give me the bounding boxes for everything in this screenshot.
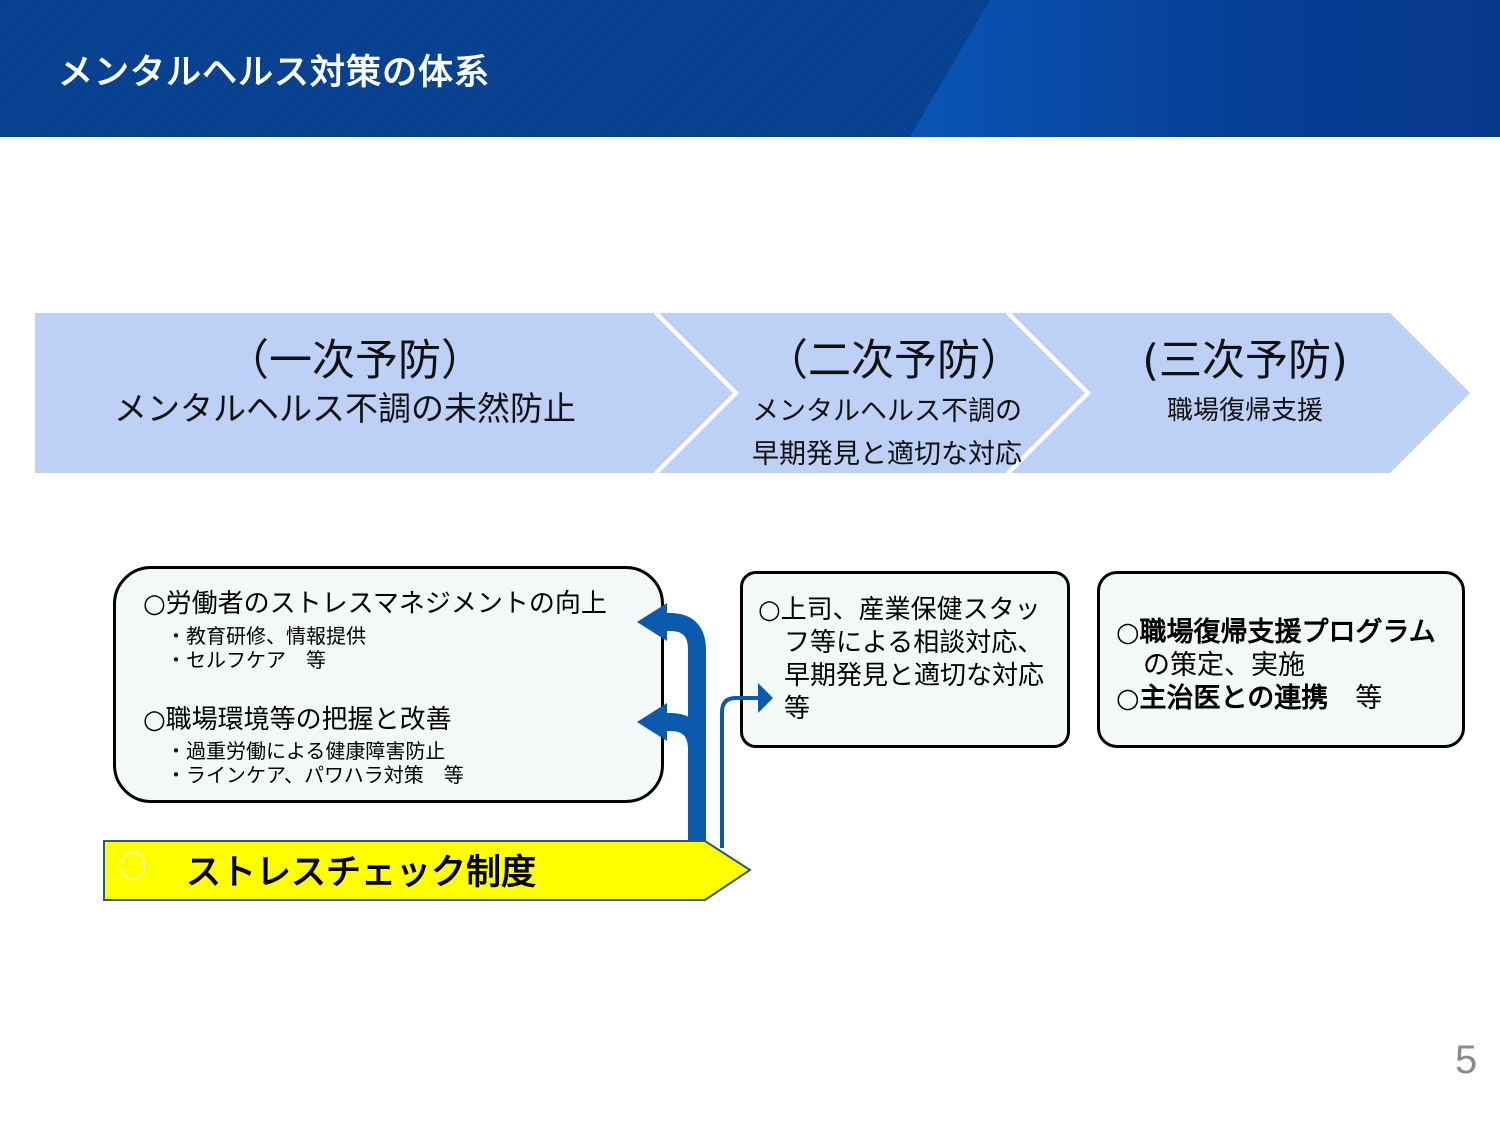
primary-group-item: ・過重労働による健康障害防止 [166, 739, 446, 763]
stage-1-subtitle: メンタルヘルス不調の未然防止 [114, 389, 576, 428]
stress-check-label: ストレスチェック制度 [186, 853, 537, 893]
primary-group-heading: ○労働者のストレスマネジメントの向上 [143, 589, 607, 619]
secondary-box-line: ○上司、産業保健スタッ [758, 595, 1041, 625]
secondary-box-line: 早期発見と適切な対応 [784, 661, 1045, 691]
stress-check-bullet-icon [121, 852, 145, 880]
header-accent-shape [910, 0, 1500, 137]
page-title: メンタルヘルス対策の体系 [58, 53, 491, 93]
stage-3-chevron [1011, 313, 1470, 473]
stage-2-heading: （二次予防） [765, 336, 1023, 386]
thin-arrow-secondary [720, 696, 760, 848]
arrow-head-lower [637, 703, 667, 741]
tertiary-box-program-detail: の策定、実施 [1143, 650, 1305, 681]
primary-group-item: ・教育研修、情報提供 [166, 624, 366, 648]
stage-2-subtitle-line: メンタルヘルス不調の [752, 396, 1022, 427]
slide-header: メンタルヘルス対策の体系 [0, 0, 1500, 137]
stage-1-heading: （一次予防） [226, 336, 484, 386]
stage-2-chevron [659, 313, 1087, 473]
primary-prevention-box: ○労働者のストレスマネジメントの向上 ・教育研修、情報提供 ・セルフケア 等 ○… [113, 566, 664, 803]
trunk-arrow-lower [660, 713, 706, 751]
stage-1-chevron [35, 313, 735, 473]
page-number: 5 [1455, 1038, 1478, 1082]
stage-2-subtitle: メンタルヘルス不調の 早期発見と適切な対応 [752, 390, 1042, 476]
stage-2-subtitle-line: 早期発見と適切な対応 [752, 439, 1022, 470]
arrow-head-secondary [758, 683, 773, 713]
stage-2-divider [1005, 311, 1090, 475]
secondary-box-line: 等 [784, 694, 811, 724]
secondary-box-line: フ等による相談対応、 [784, 628, 1044, 658]
tertiary-box-doctor-suffix: 等 [1328, 683, 1383, 714]
tertiary-box-doctor: ○主治医との連携 等 [1116, 676, 1382, 715]
primary-group-item: ・セルフケア 等 [166, 648, 326, 672]
secondary-prevention-box: ○上司、産業保健スタッ フ等による相談対応、 早期発見と適切な対応 等 [740, 571, 1070, 748]
arrow-head-upper [637, 603, 667, 641]
primary-group-item: ・ラインケア、パワハラ対策 等 [166, 763, 464, 787]
stress-check-shape [103, 840, 752, 901]
stage-1-divider [653, 311, 738, 475]
trunk-arrow-upper [660, 613, 706, 842]
stage-3-heading: (三次予防) [1142, 336, 1348, 386]
tertiary-box-doctor-label: ○主治医との連携 [1116, 683, 1329, 714]
primary-group-heading: ○職場環境等の把握と改善 [143, 705, 452, 735]
secondary-box-text: ○上司、産業保健スタッ フ等による相談対応、 早期発見と適切な対応 等 [758, 594, 1058, 726]
stage-3-subtitle: 職場復帰支援 [1166, 396, 1323, 426]
tertiary-box-program: ○職場復帰支援プログラム [1116, 617, 1436, 648]
tertiary-prevention-box: ○職場復帰支援プログラム の策定、実施 ○主治医との連携 等 [1097, 571, 1465, 748]
